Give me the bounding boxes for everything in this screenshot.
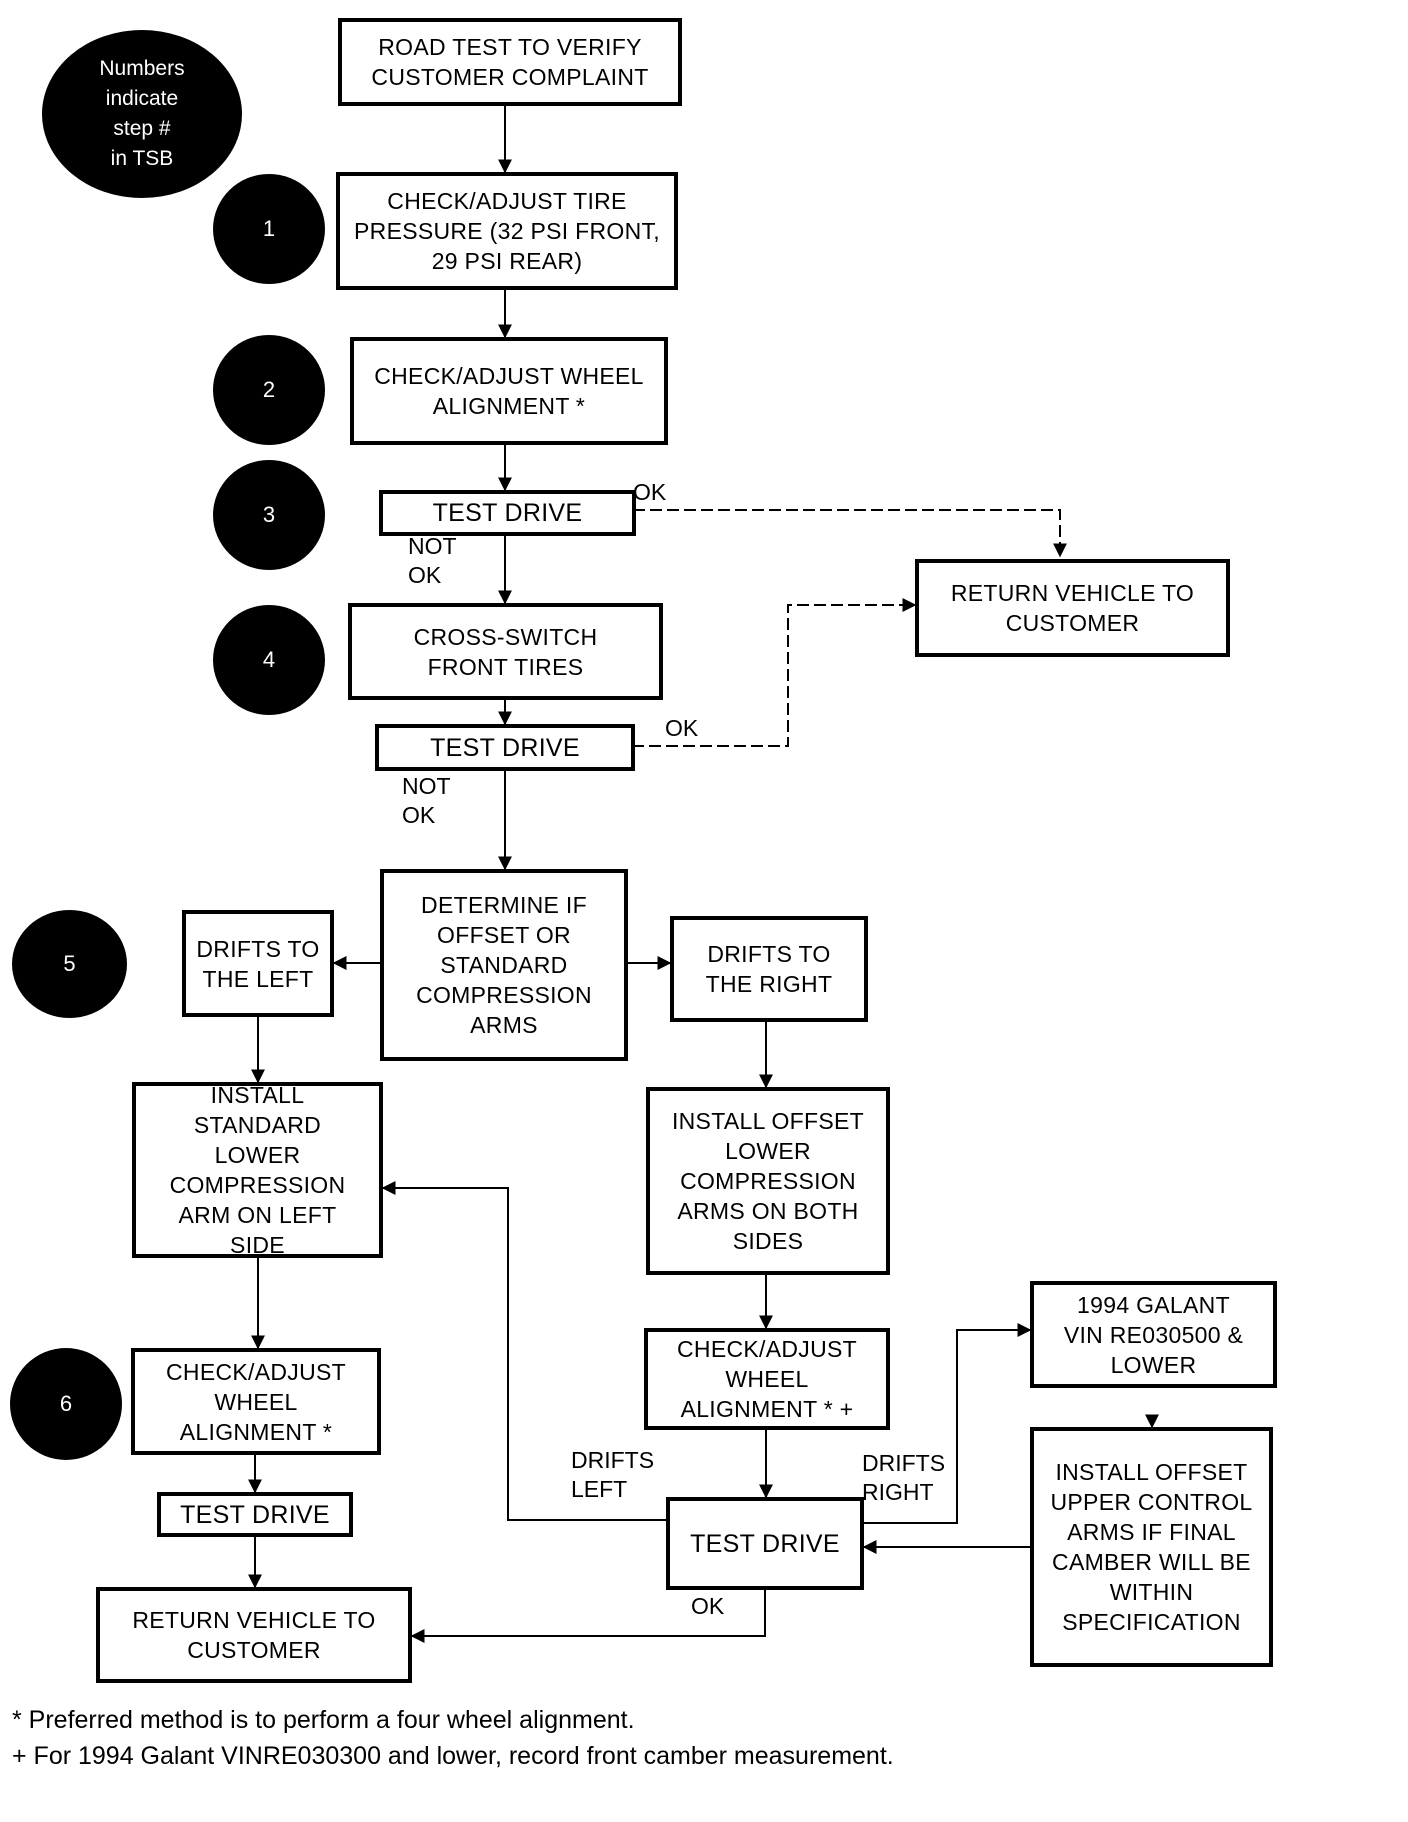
- drifts-right-label: DRIFTS RIGHT: [862, 1450, 946, 1505]
- drifts-left-label: DRIFTS LEFT: [571, 1447, 655, 1502]
- not-ok-label-1: NOT OK: [408, 533, 457, 588]
- ok-label-2: OK: [665, 715, 699, 741]
- determine-arms-box: DETERMINE IF OFFSET OR STANDARD COMPRESS…: [380, 869, 628, 1061]
- ok-label-1: OK: [633, 479, 667, 505]
- step-4-badge: 4: [213, 605, 325, 715]
- return-vehicle-box-2: RETURN VEHICLE TO CUSTOMER: [96, 1587, 412, 1683]
- test-drive-box-right: TEST DRIVE: [666, 1497, 864, 1590]
- step-1-badge: 1: [213, 174, 325, 284]
- install-standard-arm-box: INSTALL STANDARD LOWER COMPRESSION ARM O…: [132, 1082, 383, 1258]
- not-ok-label-2: NOT OK: [402, 773, 451, 828]
- arrow-testdrive-ok-to-return-2: [410, 1590, 766, 1643]
- galant-vin-box: 1994 GALANT VIN RE030500 & LOWER: [1030, 1281, 1277, 1388]
- arrow-drifts-right-to-galant: [862, 1323, 1032, 1524]
- wheel-alignment-box-left: CHECK/ADJUST WHEEL ALIGNMENT *: [131, 1348, 381, 1455]
- wheel-alignment-box-1: CHECK/ADJUST WHEEL ALIGNMENT *: [350, 337, 668, 445]
- test-drive-box-left: TEST DRIVE: [157, 1492, 353, 1537]
- road-test-box: ROAD TEST TO VERIFY CUSTOMER COMPLAINT: [338, 18, 682, 106]
- ok-label-3: OK: [691, 1593, 725, 1619]
- install-offset-upper-box: INSTALL OFFSET UPPER CONTROL ARMS IF FIN…: [1030, 1427, 1273, 1667]
- step-5-badge: 5: [12, 910, 127, 1018]
- drifts-left-box: DRIFTS TO THE LEFT: [182, 910, 334, 1017]
- step-2-badge: 2: [213, 335, 325, 445]
- wheel-alignment-box-right: CHECK/ADJUST WHEEL ALIGNMENT * +: [644, 1328, 890, 1430]
- cross-switch-box: CROSS-SWITCH FRONT TIRES: [348, 603, 663, 700]
- footnote-galant-camber: + For 1994 Galant VINRE030300 and lower,…: [12, 1742, 894, 1770]
- return-vehicle-box-1: RETURN VEHICLE TO CUSTOMER: [915, 559, 1230, 657]
- step-3-badge: 3: [213, 460, 325, 570]
- test-drive-box-2: TEST DRIVE: [375, 724, 635, 771]
- test-drive-box-1: TEST DRIVE: [379, 490, 636, 536]
- arrow-drifts-left-to-install-standard: [381, 1181, 668, 1521]
- tire-pressure-box: CHECK/ADJUST TIRE PRESSURE (32 PSI FRONT…: [336, 172, 678, 290]
- arrow-testdrive2-ok-to-return: [632, 598, 917, 747]
- drifts-right-box: DRIFTS TO THE RIGHT: [670, 916, 868, 1022]
- footnote-preferred-method: * Preferred method is to perform a four …: [12, 1706, 635, 1734]
- arrow-testdrive-ok-to-return: [633, 509, 1067, 558]
- legend-circle: Numbers indicate step # in TSB: [42, 30, 242, 198]
- step-6-badge: 6: [10, 1348, 122, 1460]
- install-offset-lower-box: INSTALL OFFSET LOWER COMPRESSION ARMS ON…: [646, 1087, 890, 1275]
